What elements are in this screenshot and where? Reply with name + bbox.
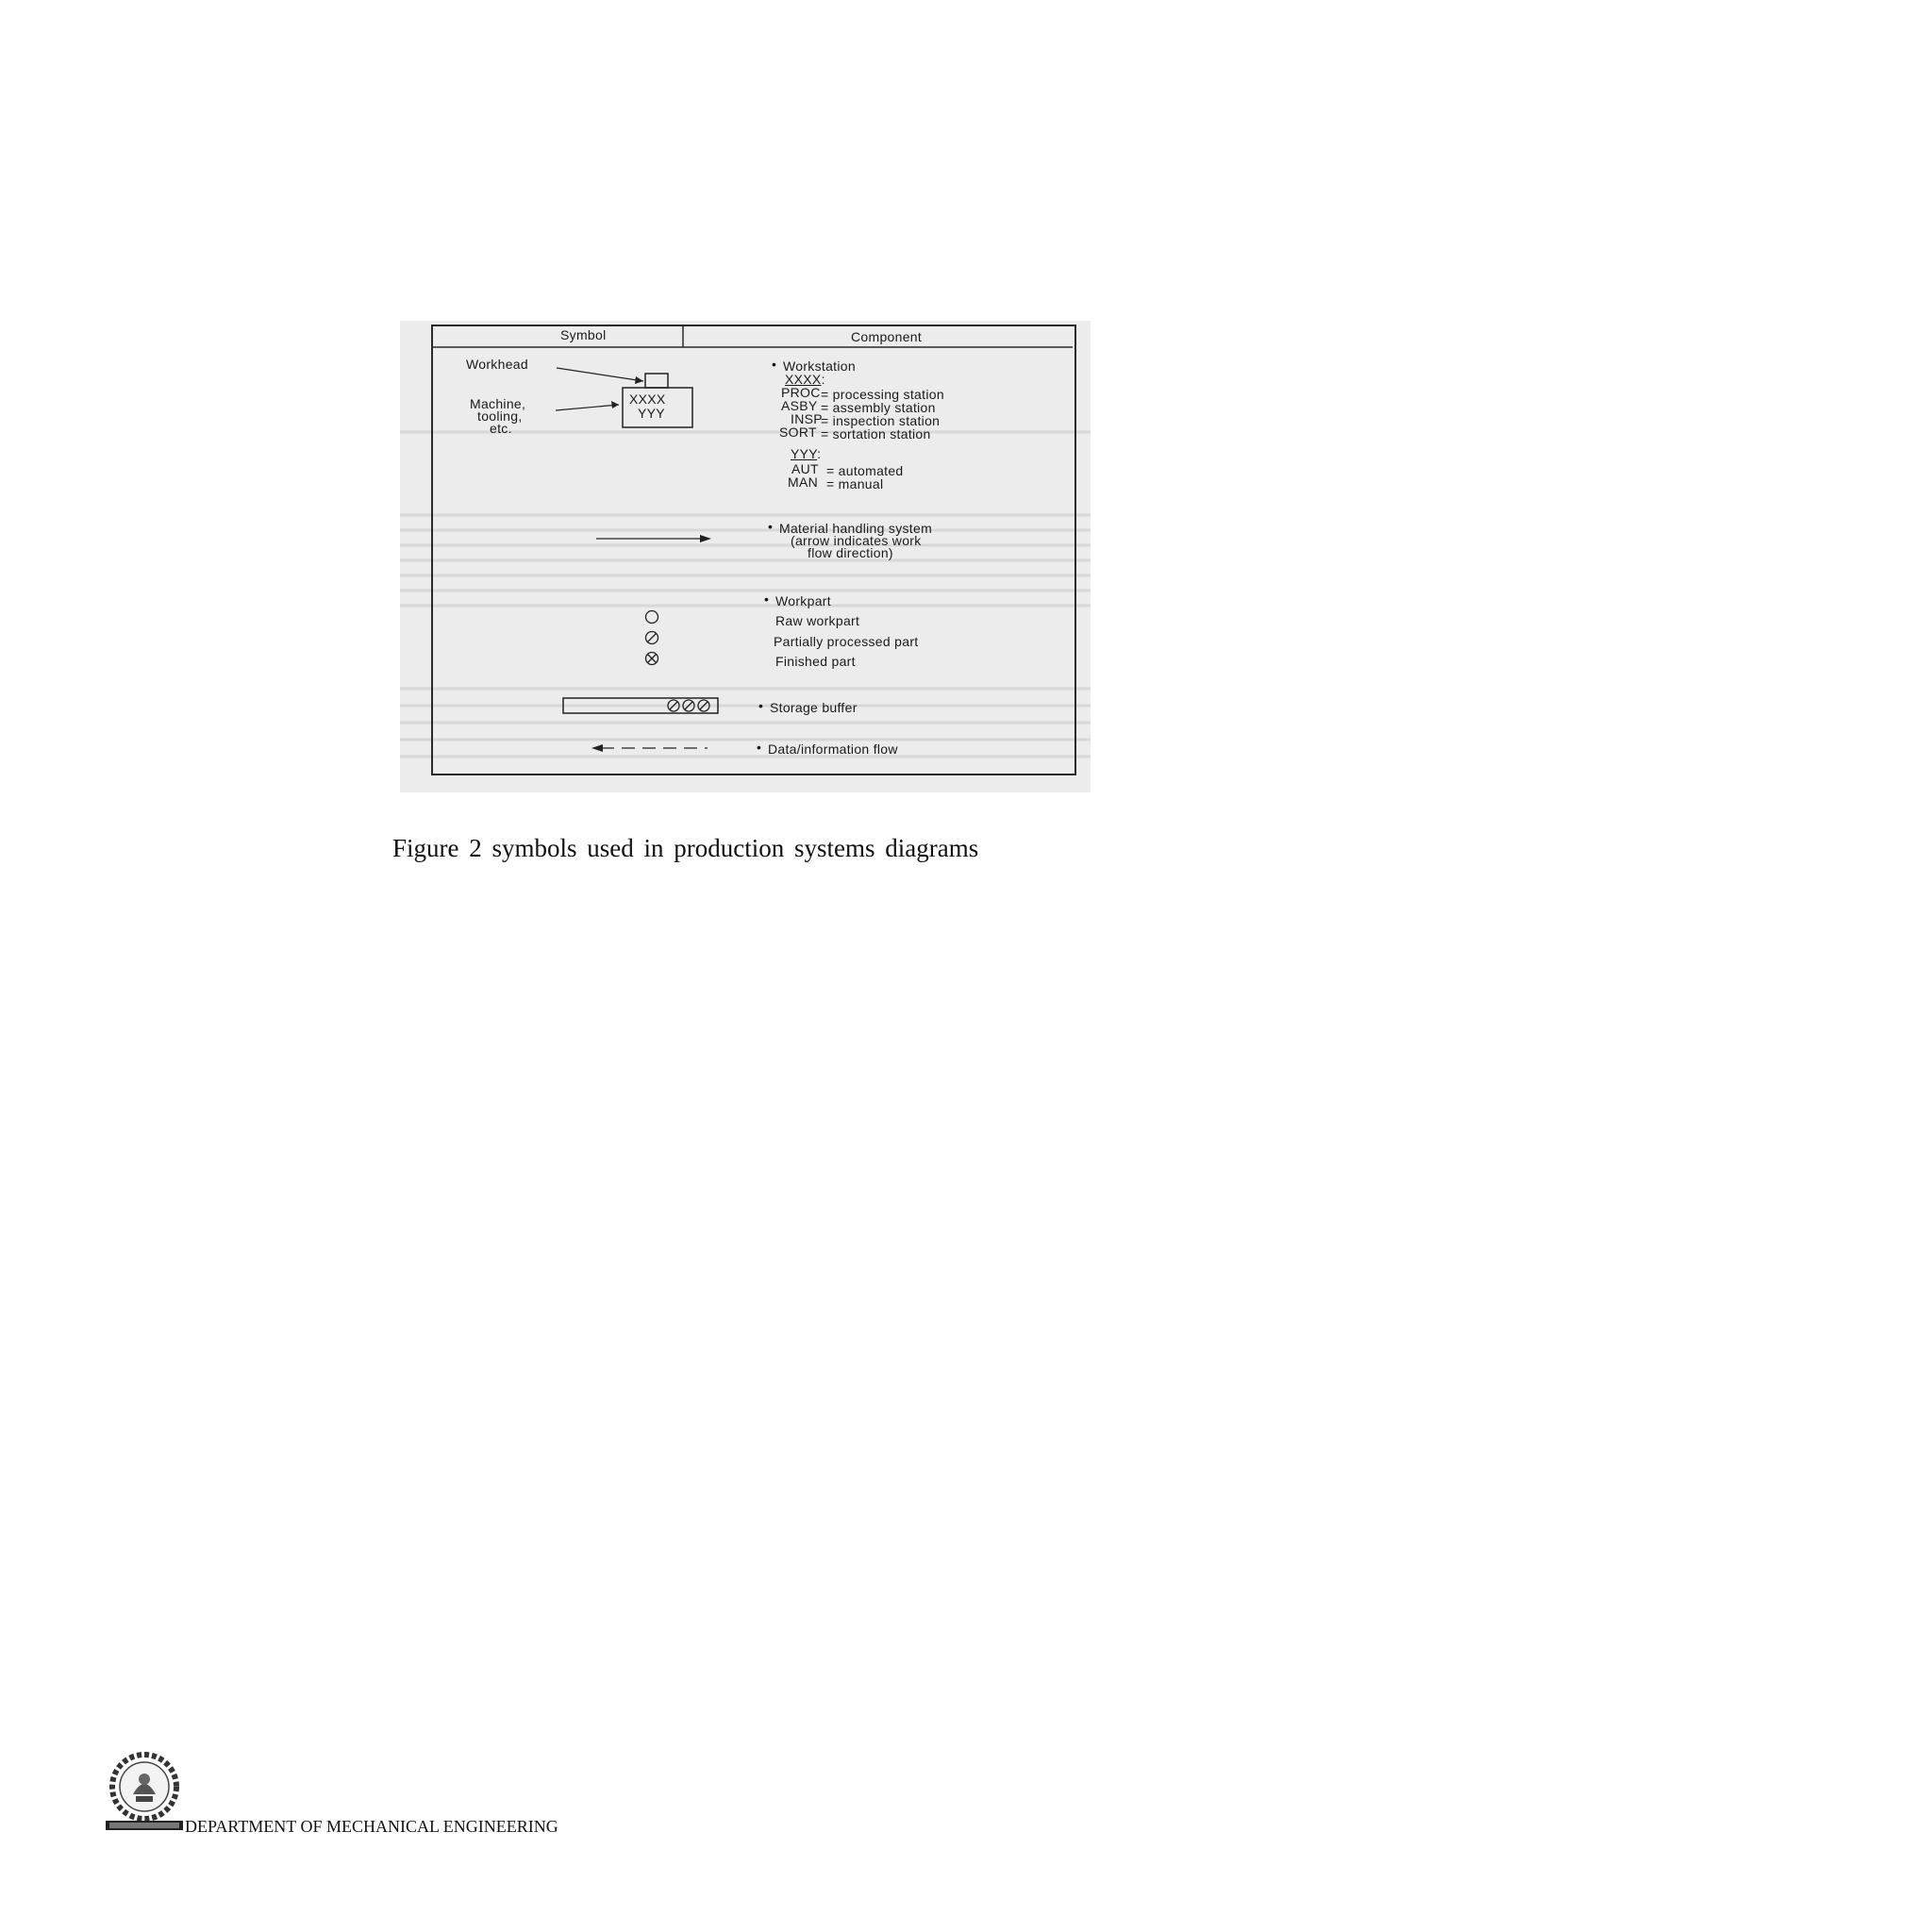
workpart-partial: Partially processed part xyxy=(774,634,919,649)
mh-bullet: • xyxy=(768,519,774,534)
department-footer: DEPARTMENT OF MECHANICAL ENGINEERING xyxy=(185,1817,558,1836)
code-asby: ASBY xyxy=(781,398,818,413)
machine-label-2: tooling, xyxy=(477,408,523,424)
code-proc: PROC xyxy=(781,385,821,400)
xxxx-heading: XXXX: xyxy=(785,372,825,387)
college-seal-icon xyxy=(106,1752,183,1830)
scanned-figure: Symbol Component Workhead Machine, tooli… xyxy=(400,321,1091,792)
mh-line1: Material handling system xyxy=(779,521,933,536)
storage-buffer-label: Storage buffer xyxy=(770,700,858,715)
mode-aut-desc: = automated xyxy=(826,463,904,478)
workhead-label: Workhead xyxy=(466,357,528,372)
finished-part-icon xyxy=(644,651,659,666)
code-sort: SORT xyxy=(779,425,817,440)
code-proc-desc: = processing station xyxy=(821,387,944,402)
storage-bullet: • xyxy=(758,698,764,713)
yyy-label: YYY xyxy=(791,446,818,461)
symbol-table xyxy=(431,325,1076,775)
code-asby-desc: = assembly station xyxy=(821,400,936,415)
workpart-bullet: • xyxy=(764,591,770,607)
mh-line3: flow direction) xyxy=(808,545,893,560)
scan-background xyxy=(400,321,1091,792)
box-text-yyy: YYY xyxy=(638,406,665,421)
workstation-bullet: • xyxy=(772,357,777,372)
xxxx-label: XXXX xyxy=(785,372,822,387)
header-component: Component xyxy=(851,329,923,344)
storage-buffer-symbol xyxy=(562,697,719,714)
dataflow-bullet: • xyxy=(757,740,762,755)
yyy-colon: : xyxy=(817,446,822,461)
raw-workpart-icon xyxy=(644,609,659,625)
partial-part-icon xyxy=(644,630,659,645)
figure-caption: Figure 2 symbols used in production syst… xyxy=(392,834,979,862)
yyy-heading: YYY: xyxy=(791,446,821,461)
mh-line2: (arrow indicates work xyxy=(791,533,922,548)
mode-aut: AUT xyxy=(791,461,819,476)
data-flow-label: Data/information flow xyxy=(768,741,898,757)
data-flow-arrow-icon xyxy=(591,744,708,752)
box-text-xxxx: XXXX xyxy=(629,391,666,407)
workpart-finished: Finished part xyxy=(775,654,856,669)
workpart-symbols xyxy=(644,609,659,666)
flow-arrow-icon xyxy=(596,535,711,542)
mode-man-desc: = manual xyxy=(826,476,884,491)
workpart-title: Workpart xyxy=(775,593,831,608)
code-insp-desc: = inspection station xyxy=(821,413,941,428)
mode-man: MAN xyxy=(788,475,819,490)
machine-label-1: Machine, xyxy=(470,396,526,411)
workpart-raw: Raw workpart xyxy=(775,613,860,628)
header-symbol: Symbol xyxy=(560,327,607,342)
xxxx-colon: : xyxy=(821,372,825,387)
workstation-symbol xyxy=(555,367,693,428)
workstation-title: Workstation xyxy=(783,358,856,374)
code-sort-desc: = sortation station xyxy=(821,426,931,441)
machine-label-3: etc. xyxy=(490,421,512,436)
table-lines xyxy=(433,326,1073,348)
code-insp: INSP xyxy=(791,411,823,426)
